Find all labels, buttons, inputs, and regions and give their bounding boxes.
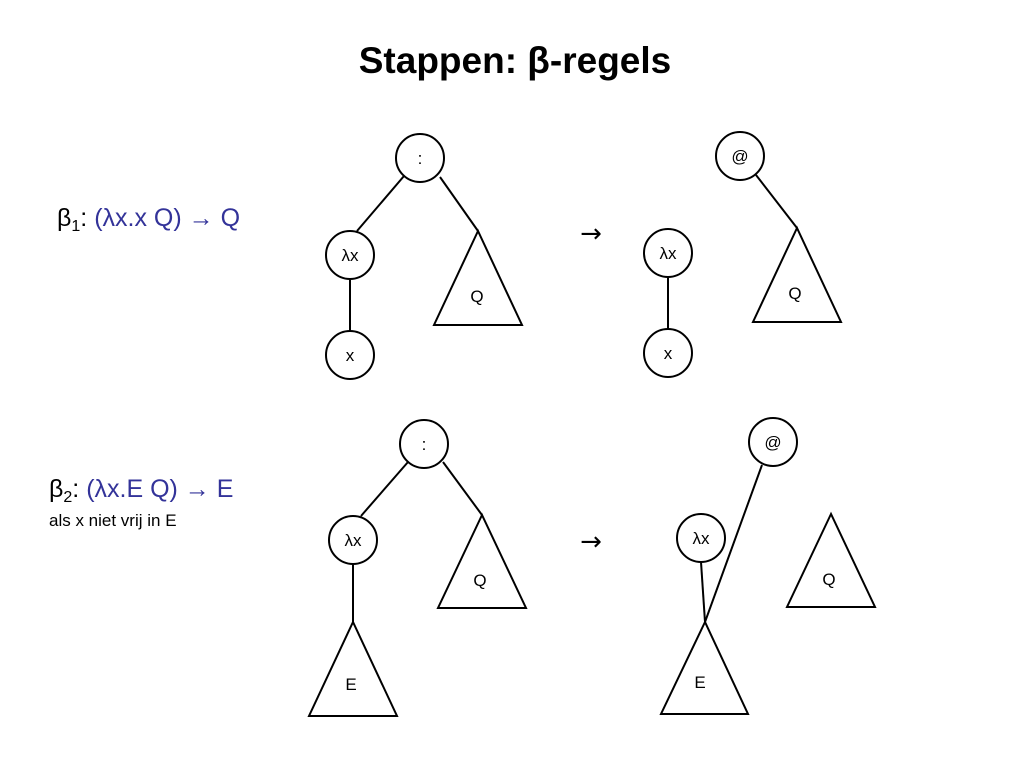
r1-left-q-label: Q bbox=[470, 287, 483, 306]
rule-beta-2-expression: (λx.E Q) → E bbox=[86, 475, 234, 503]
r2-left-tree: : λx Q E bbox=[307, 419, 528, 717]
r1-right-q-subtree bbox=[751, 225, 843, 323]
rule-beta-2-condition: als x niet vrij in E bbox=[49, 511, 177, 530]
r2-right-root-node bbox=[748, 417, 798, 467]
r1-left-lambda-label: λx bbox=[342, 246, 360, 265]
r1-right-tree: @ λx x Q bbox=[643, 131, 843, 378]
r1-left-tree: : λx x Q bbox=[325, 133, 524, 380]
r1-left-lambda-node bbox=[325, 230, 375, 280]
r2-left-edge-root-q bbox=[442, 461, 483, 516]
rule-beta-2-name: β2: bbox=[49, 475, 80, 506]
r2-left-lambda-node bbox=[328, 515, 378, 565]
r1-left-root-label: : bbox=[418, 149, 423, 168]
rule-beta-1-expression: (λx.x Q) → Q bbox=[94, 204, 241, 232]
page-title: Stappen: β-regels bbox=[0, 40, 1024, 82]
r2-right-q-label: Q bbox=[822, 570, 835, 589]
r1-left-q-subtree bbox=[432, 228, 524, 326]
r1-left-root-node bbox=[395, 133, 445, 183]
r1-right-lambda-node bbox=[643, 228, 693, 278]
r1-right-q-label: Q bbox=[788, 284, 801, 303]
r2-left-q-subtree bbox=[436, 512, 528, 609]
r2-right-lambda-node bbox=[676, 513, 726, 563]
r2-right-tree: @ λx E Q bbox=[659, 417, 877, 715]
r1-left-x-label: x bbox=[346, 346, 355, 365]
rule-beta-2-line: β2: (λx.E Q) → E bbox=[49, 474, 233, 513]
r1-right-lambda-label: λx bbox=[660, 244, 678, 263]
r1-left-edge-root-lambda bbox=[356, 175, 405, 232]
r2-right-e-label: E bbox=[694, 673, 705, 692]
title-text: Stappen: β-regels bbox=[358, 40, 672, 81]
r2-right-lambda-label: λx bbox=[693, 529, 711, 548]
r2-left-edge-root-lambda bbox=[360, 461, 409, 517]
r1-left-x-node bbox=[325, 330, 375, 380]
r2-right-root-label: @ bbox=[764, 433, 781, 452]
r2-left-lambda-label: λx bbox=[345, 531, 363, 550]
rule-beta-1-name: β1: bbox=[57, 204, 88, 235]
r2-left-e-subtree bbox=[307, 619, 399, 717]
r1-left-edge-root-q bbox=[439, 176, 479, 232]
r1-right-x-node bbox=[643, 328, 693, 378]
r2-left-q-label: Q bbox=[473, 571, 486, 590]
rule-2-arrow: → bbox=[580, 527, 602, 557]
r2-right-edge-root-e bbox=[704, 464, 763, 623]
r1-right-root-label: @ bbox=[731, 147, 748, 166]
rule-1-arrow: → bbox=[580, 219, 602, 249]
rule-beta-1-line: β1: (λx.x Q) → Q bbox=[57, 203, 240, 242]
r2-right-edge-lambda-e bbox=[700, 561, 706, 623]
rule-beta-2: β2: (λx.E Q) → E als x niet vrij in E bbox=[49, 474, 233, 531]
r2-right-q-subtree bbox=[785, 511, 877, 608]
r2-left-root-node bbox=[399, 419, 449, 469]
r1-right-edge-root-q bbox=[755, 174, 798, 229]
r2-left-e-label: E bbox=[345, 675, 356, 694]
r2-right-e-subtree bbox=[659, 619, 750, 715]
r1-right-root-node bbox=[715, 131, 765, 181]
r2-left-root-label: : bbox=[422, 435, 427, 454]
r1-right-x-label: x bbox=[664, 344, 673, 363]
rule-beta-1: β1: (λx.x Q) → Q bbox=[57, 203, 240, 242]
